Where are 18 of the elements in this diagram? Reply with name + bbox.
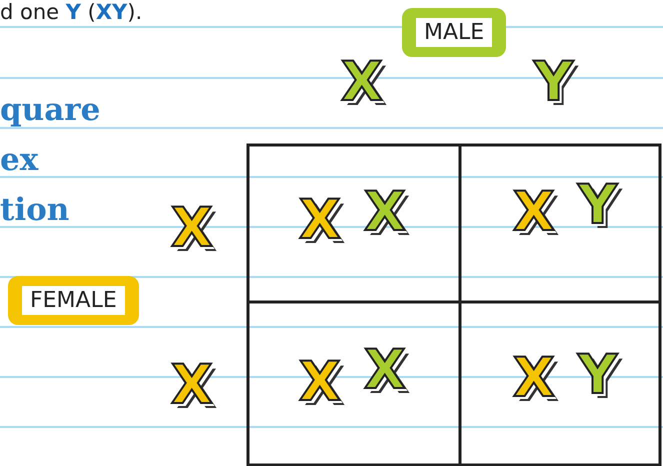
chromosome-letter: Y xyxy=(534,52,574,112)
chromosome-letter: Y xyxy=(578,175,618,235)
chromosome-letter: X xyxy=(364,340,406,400)
chromosome-letter: X xyxy=(513,348,555,408)
chromosome-letter: X xyxy=(171,355,213,415)
female-tag: FEMALE xyxy=(8,276,139,325)
chromosome-letter: X xyxy=(299,352,341,412)
heading-fragment: ex xyxy=(0,142,38,178)
chromosome-letter: X xyxy=(299,190,341,250)
heading-fragment: tion xyxy=(0,192,70,228)
chromosome-letter: X xyxy=(341,52,383,112)
chromosome-letter: Y xyxy=(578,345,618,405)
chromosome-letter: X xyxy=(513,182,555,242)
male-tag: MALE xyxy=(402,8,506,57)
chromosome-letter: X xyxy=(171,198,213,258)
chromosome-letter: X xyxy=(364,182,406,242)
intro-sentence: d one Y (XY). xyxy=(0,0,142,24)
heading-fragment: quare xyxy=(0,92,100,128)
